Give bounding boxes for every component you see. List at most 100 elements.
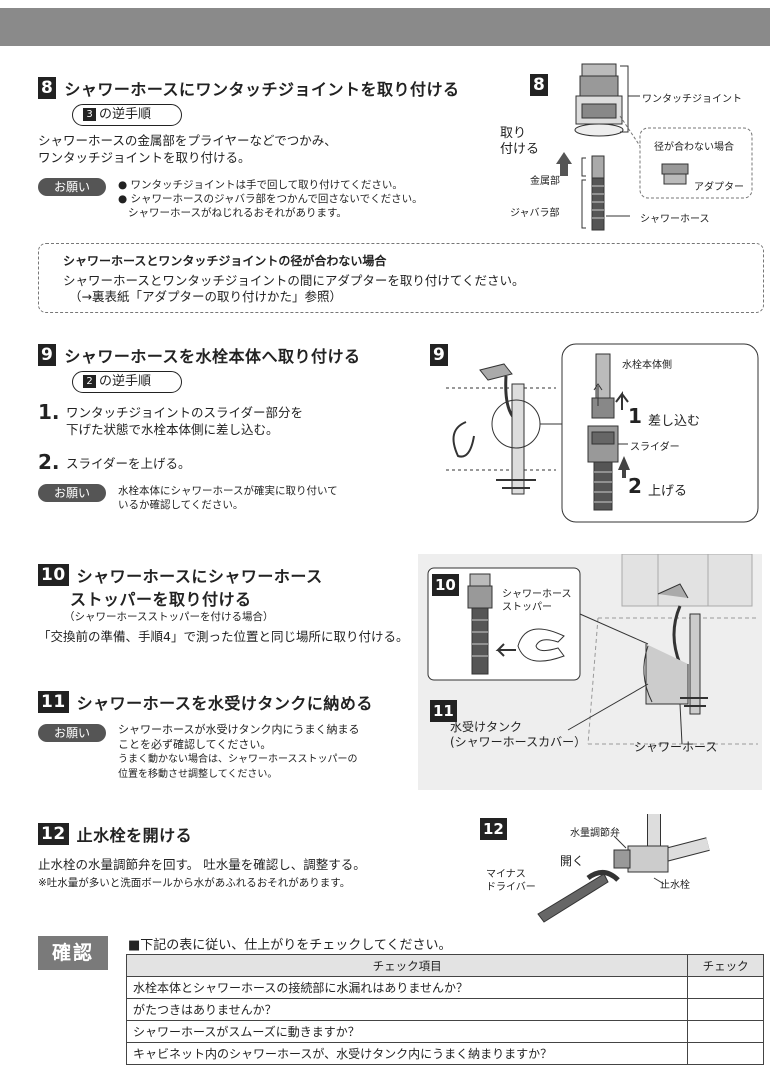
step-8-note: ● ワンタッチジョイントは手で回して取り付けてください。 — [118, 179, 403, 191]
step-8-reverse-num: 3 — [83, 108, 96, 121]
stop-valve-illustration — [537, 814, 710, 923]
label-mismatch: 径が合わない場合 — [654, 142, 734, 153]
diagram-9-number: 9 — [430, 344, 448, 366]
check-cell[interactable] — [687, 998, 764, 1021]
label-cabinet-hose: シャワーホース — [634, 740, 718, 754]
label-driver-line: ドライバー — [486, 882, 536, 893]
step-10-text: 「交換前の準備、手順4」で測った位置と同じ場所に取り付ける。 — [38, 629, 409, 644]
step-12-number: 12 — [38, 823, 69, 845]
step-10-title-line: シャワーホースにシャワーホース — [76, 567, 323, 586]
cabinet-diagram: 10 シャワーホース ストッパー 11 水受けタンク (シャワーホースカバー） … — [418, 554, 762, 790]
check-table-header: チェック項目 チェック — [125, 954, 764, 977]
diagram-8-number: 8 — [530, 74, 548, 96]
check-item: がたつきはありませんか？ — [125, 998, 689, 1021]
step-9-note: 水栓本体にシャワーホースが確実に取り付いて — [118, 485, 338, 497]
label-attach: 取り 付ける — [500, 126, 539, 158]
label-adapter: アダプター — [694, 182, 744, 193]
label-valve: 水量調節弁 — [570, 828, 620, 839]
label-tank-line: 水受けタンク — [450, 720, 523, 734]
label-joint: ワンタッチジョイント — [642, 94, 742, 105]
step-9-diagram: 9 水栓本体側 1 差し込む スライダー 2 上げる — [426, 340, 762, 526]
step-8-number: 8 — [38, 77, 57, 99]
step-12-diagram: 12 水量調節弁 開く マイナス ドライバー 止水栓 — [478, 814, 738, 924]
label-tank: 水受けタンク (シャワーホースカバー） — [450, 720, 586, 750]
joint-hose-illustration — [556, 63, 753, 231]
step-9-reverse-num: 2 — [83, 375, 96, 388]
faucet-connection-illustration — [446, 343, 759, 523]
sub1-line: 下げた状態で水栓本体側に差し込む。 — [66, 422, 279, 437]
label-stopper: シャワーホース ストッパー — [502, 588, 572, 614]
label-stop-valve: 止水栓 — [660, 880, 690, 891]
step-11-onegai-badge: お願い — [38, 724, 106, 742]
label-bellows: ジャバラ部 — [510, 208, 560, 219]
label-attach-line: 取り — [500, 126, 527, 141]
cabinet-illustration — [427, 554, 758, 745]
check-cell[interactable] — [687, 1020, 764, 1043]
step-9-heading: 9 シャワーホースを水栓本体へ取り付ける — [38, 343, 361, 367]
step-11-note: 位置を移動させ調整してください。 — [118, 769, 278, 780]
step-12-note: ※吐水量が多いと洗面ボールから水があふれるおそれがあります。 — [38, 877, 351, 889]
step-10-title-line: ストッパーを取り付ける — [70, 590, 252, 609]
label-raise: 上げる — [648, 484, 688, 499]
step-12-heading: 12 止水栓を開ける — [38, 822, 192, 846]
step-9-notes: 水栓本体にシャワーホースが確実に取り付いて いるか確認してください。 — [118, 484, 338, 512]
infobox-line: （→裏表紙「アダプターの取り付けかた」参照） — [69, 289, 342, 304]
step-11-note: ことを必ず確認してください。 — [118, 738, 272, 751]
label-driver: マイナス ドライバー — [486, 868, 536, 894]
label-faucet-body: 水栓本体側 — [622, 360, 672, 371]
label-open: 開く — [560, 854, 585, 868]
step-8-note: シャワーホースがねじれるおそれがあります。 — [128, 207, 347, 219]
step-8-diagram: 8 ワンタッチジョイント 取り 付ける 径が合わない場合 — [500, 56, 760, 236]
step-12-title: 止水栓を開ける — [76, 826, 193, 845]
step-10-subtitle: （シャワーホースストッパーを付ける場合） — [64, 611, 274, 623]
label-stopper-line: ストッパー — [502, 602, 552, 613]
step-9-number: 9 — [38, 344, 57, 366]
check-table: チェック項目 チェック 水栓本体とシャワーホースの接続部に水漏れはありませんか？… — [125, 954, 764, 1065]
step-11-title: シャワーホースを水受けタンクに納める — [76, 694, 373, 713]
diagram-10-number: 10 — [432, 574, 459, 596]
step-12-text: 止水栓の水量調節弁を回す。 吐水量を確認し、調整する。 — [38, 857, 366, 872]
label-raise-num: 2 — [628, 474, 642, 498]
sub2-number: 2. — [38, 450, 60, 474]
step-9-title: シャワーホースを水栓本体へ取り付ける — [64, 347, 361, 366]
check-cell[interactable] — [687, 1042, 764, 1065]
table-row: 水栓本体とシャワーホースの接続部に水漏れはありませんか？ — [125, 976, 764, 999]
step-8-text-line: シャワーホースの金属部をプライヤーなどでつかみ、 — [38, 133, 337, 148]
check-item: キャビネット内のシャワーホースが、水受けタンク内にうまく納まりますか？ — [125, 1042, 689, 1065]
label-slider: スライダー — [630, 442, 680, 453]
check-intro: ■下記の表に従い、仕上がりをチェックしてください。 — [128, 938, 452, 953]
check-cell[interactable] — [687, 976, 764, 999]
sub2-line: スライダーを上げる。 — [66, 456, 191, 471]
step-10-heading: 10 シャワーホースにシャワーホース — [38, 563, 323, 587]
step-11-note: うまく動かない場合は、シャワーホースストッパーの — [118, 754, 358, 765]
diagram-11-number: 11 — [430, 700, 457, 722]
table-row: キャビネット内のシャワーホースが、水受けタンク内にうまく納まりますか？ — [125, 1042, 764, 1065]
step-8-onegai-badge: お願い — [38, 178, 106, 196]
step-8-text: シャワーホースの金属部をプライヤーなどでつかみ、 ワンタッチジョイントを取り付け… — [38, 132, 337, 166]
table-row: がたつきはありませんか？ — [125, 998, 764, 1021]
label-tank-line: (シャワーホースカバー） — [450, 735, 587, 749]
check-item: シャワーホースがスムーズに動きますか？ — [125, 1020, 689, 1043]
step-11-number: 11 — [38, 691, 69, 713]
step-8-title: シャワーホースにワンタッチジョイントを取り付ける — [64, 80, 460, 99]
step-8-notes: ● ワンタッチジョイントは手で回して取り付けてください。 ● シャワーホースのジ… — [118, 178, 423, 220]
label-metal: 金属部 — [530, 176, 560, 187]
label-attach-line: 付ける — [500, 142, 540, 157]
label-insert-num: 1 — [628, 404, 642, 428]
step-9-note: いるか確認してください。 — [118, 499, 244, 511]
check-head-item: チェック項目 — [125, 954, 689, 977]
label-driver-line: マイナス — [486, 869, 526, 880]
label-insert: 差し込む — [648, 414, 701, 429]
check-badge: 確認 — [38, 936, 108, 970]
label-hose: シャワーホース — [640, 214, 710, 225]
step-8-reverse-label: の逆手順 — [99, 107, 152, 122]
step-11-heading: 11 シャワーホースを水受けタンクに納める — [38, 690, 373, 714]
step-8-heading: 8 シャワーホースにワンタッチジョイントを取り付ける — [38, 76, 460, 100]
step-10-number: 10 — [38, 564, 69, 586]
check-head-check: チェック — [687, 954, 764, 977]
sub1-line: ワンタッチジョイントのスライダー部分を — [66, 405, 304, 420]
step-9-reverse-label: の逆手順 — [99, 374, 152, 389]
sub1-number: 1. — [38, 400, 60, 424]
